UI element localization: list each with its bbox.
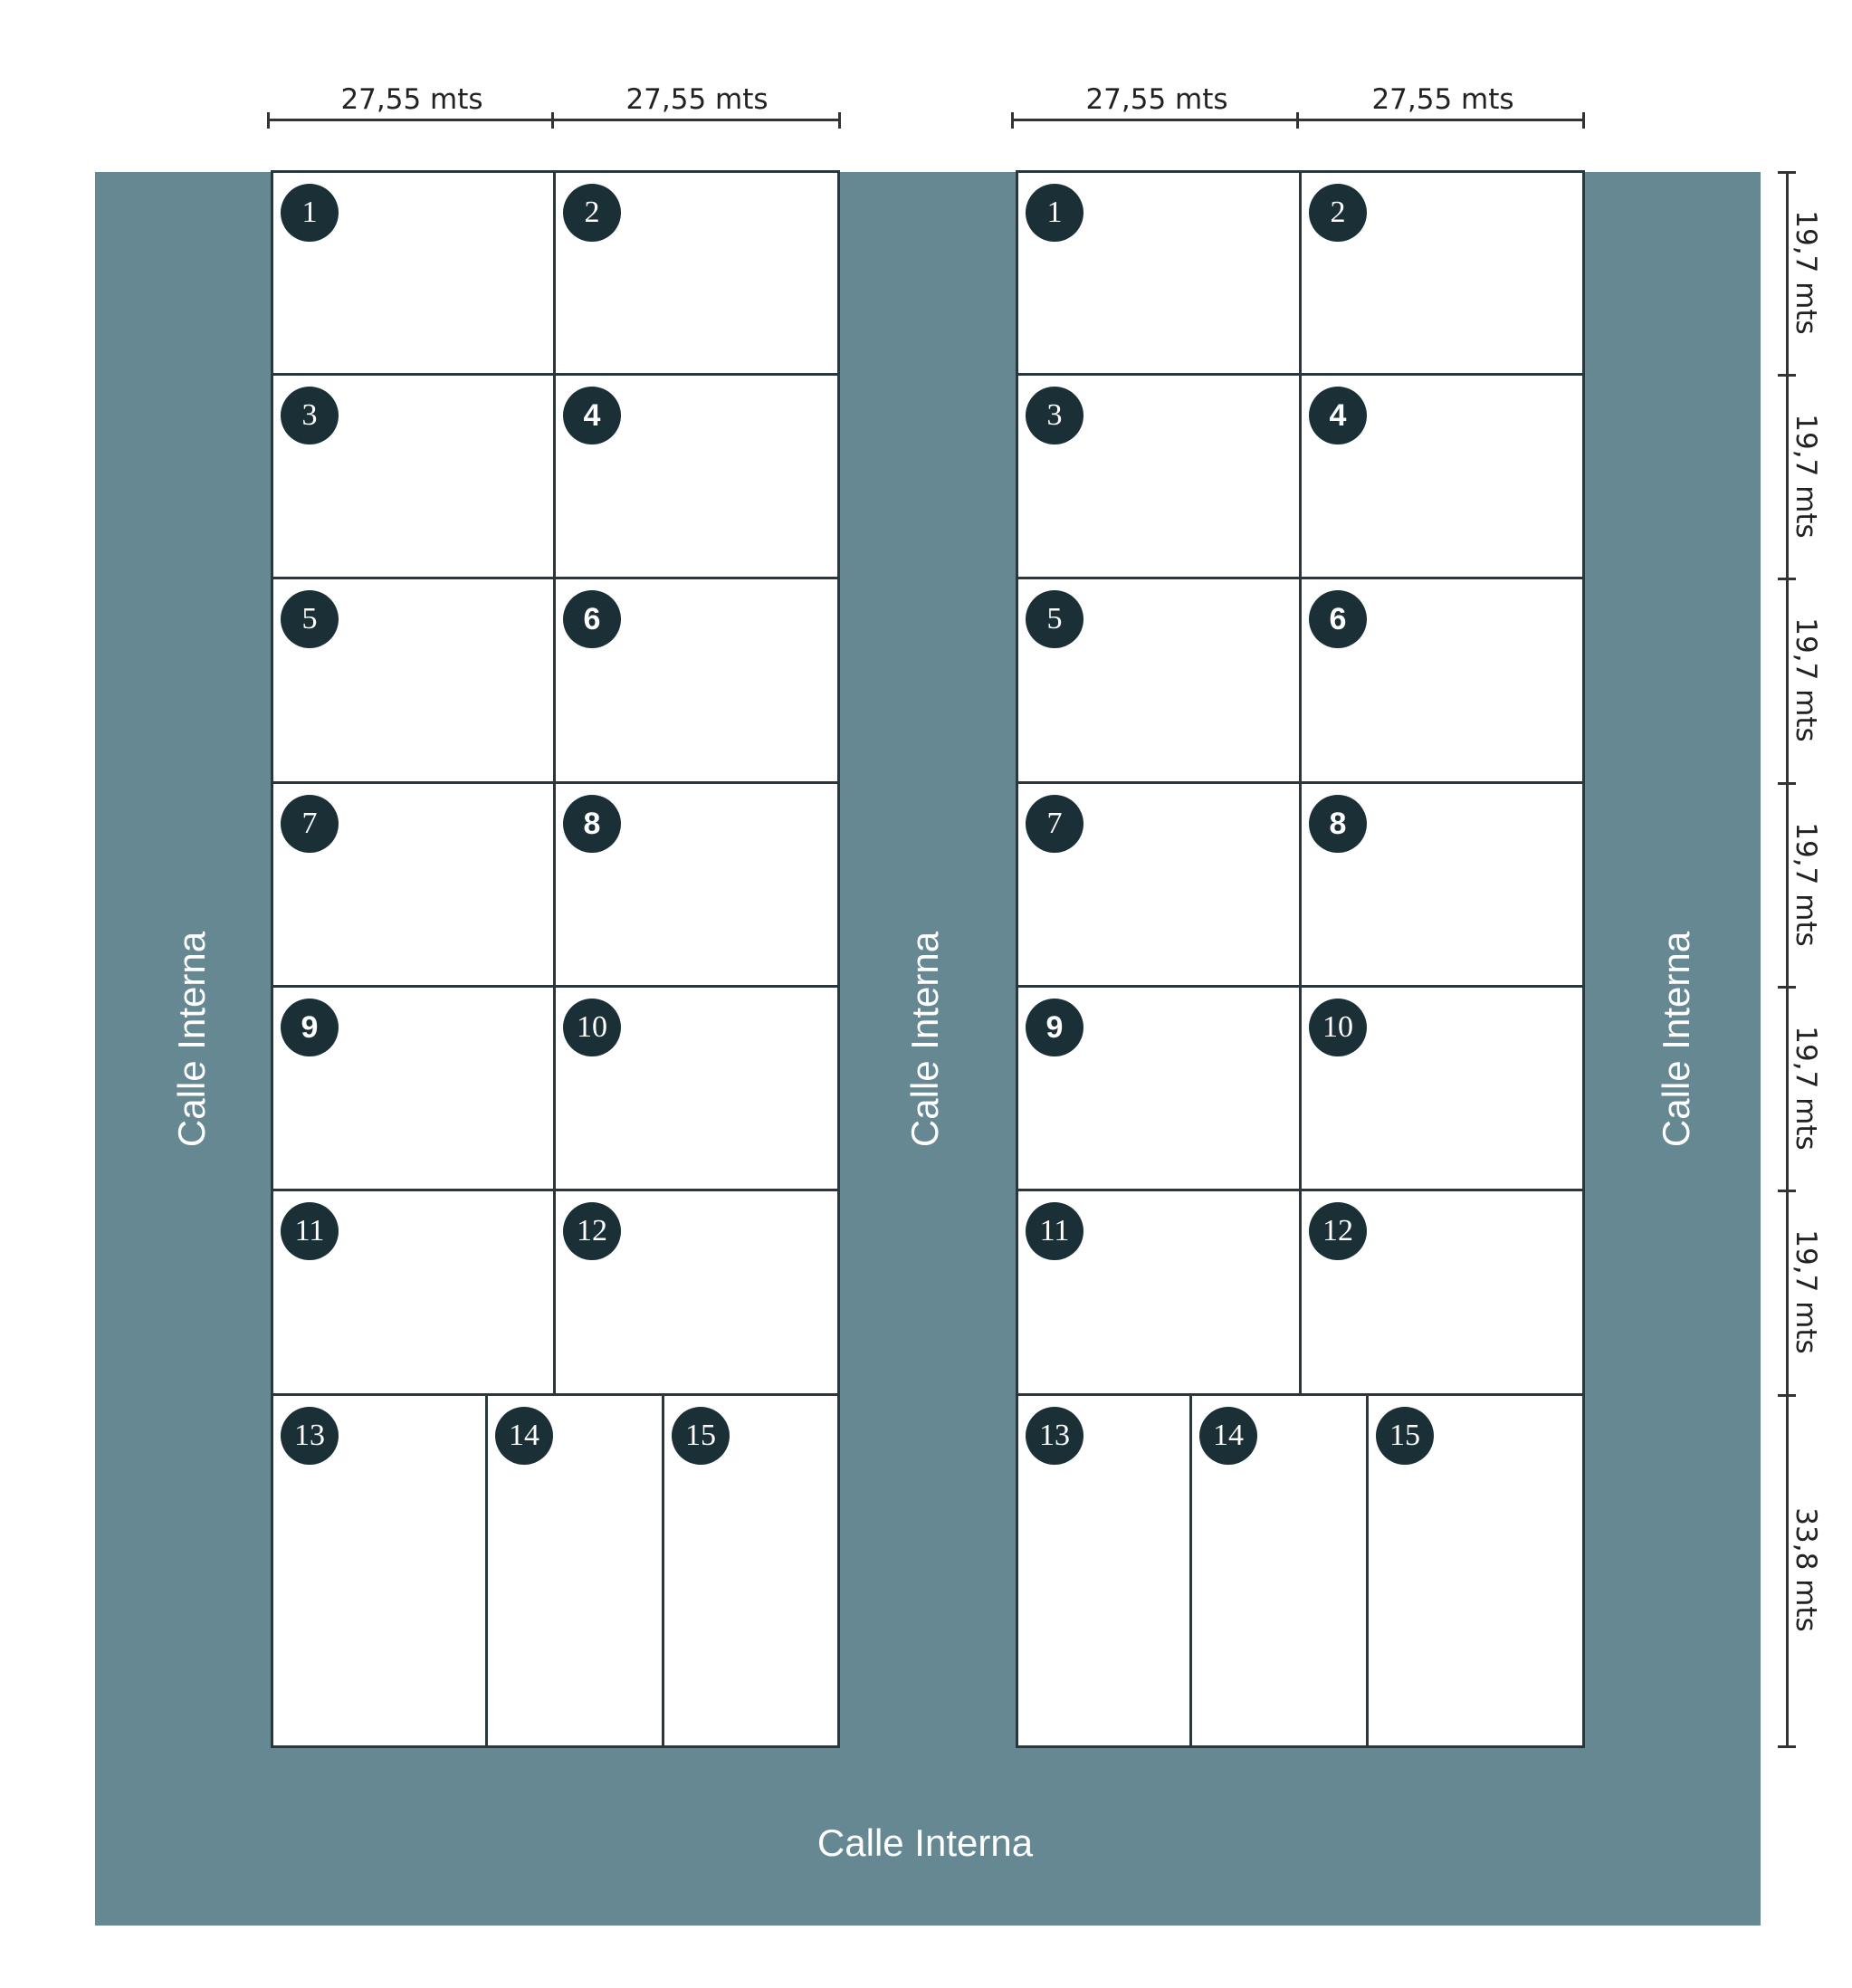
width-dimension-label: 27,55 mts xyxy=(1085,83,1228,116)
street-label-bottom: Calle Interna xyxy=(816,1821,1034,1864)
height-dimension-label: 19,7 mts xyxy=(1790,210,1822,335)
lot[interactable]: 15 xyxy=(662,1393,840,1748)
lot[interactable]: 10 xyxy=(1299,985,1585,1191)
lot-number-badge: 12 xyxy=(563,1202,621,1260)
width-dimension-label: 27,55 mts xyxy=(340,83,483,116)
height-dimension-tick xyxy=(1778,171,1796,174)
lot-number-badge: 9 xyxy=(1026,999,1084,1056)
lot-number-badge: 7 xyxy=(1026,795,1084,853)
height-dimension-label: 19,7 mts xyxy=(1790,617,1822,742)
width-dimension-label: 27,55 mts xyxy=(625,83,768,116)
lot-number-badge: 7 xyxy=(281,795,339,853)
lot[interactable]: 12 xyxy=(553,1189,840,1396)
lot[interactable]: 12 xyxy=(1299,1189,1585,1396)
height-dimension-line xyxy=(1786,172,1789,1747)
width-dimension-line xyxy=(1296,112,1585,129)
width-dimension-line xyxy=(551,112,841,129)
height-dimension-label: 19,7 mts xyxy=(1790,1229,1822,1354)
height-dimension-tick xyxy=(1778,1745,1796,1748)
lot[interactable]: 8 xyxy=(553,781,840,988)
lot[interactable]: 1 xyxy=(1016,170,1302,376)
lot-number-badge: 1 xyxy=(281,184,339,242)
lot-number-badge: 14 xyxy=(1199,1407,1257,1465)
width-dimension-label: 27,55 mts xyxy=(1371,83,1514,116)
lot[interactable]: 9 xyxy=(1016,985,1302,1191)
lot-number-badge: 2 xyxy=(1309,184,1367,242)
lot[interactable]: 13 xyxy=(271,1393,488,1748)
lot-number-badge: 9 xyxy=(281,999,339,1056)
lot[interactable]: 14 xyxy=(1189,1393,1369,1748)
lot[interactable]: 2 xyxy=(553,170,840,376)
lot-number-badge: 6 xyxy=(1309,590,1367,648)
lot-number-badge: 4 xyxy=(1309,387,1367,444)
lot-number-badge: 10 xyxy=(563,999,621,1056)
lot[interactable]: 7 xyxy=(271,781,556,988)
lot[interactable]: 14 xyxy=(485,1393,664,1748)
height-dimension-label: 19,7 mts xyxy=(1790,1026,1822,1151)
lot-number-badge: 10 xyxy=(1309,999,1367,1056)
height-dimension-tick xyxy=(1778,374,1796,377)
lot-number-badge: 14 xyxy=(495,1407,553,1465)
street-label-middle: Calle Interna xyxy=(903,931,946,1148)
lot-number-badge: 6 xyxy=(563,590,621,648)
height-dimension-tick xyxy=(1778,782,1796,785)
lot[interactable]: 5 xyxy=(1016,577,1302,784)
lot-number-badge: 8 xyxy=(1309,795,1367,853)
lot-number-badge: 13 xyxy=(281,1407,339,1465)
lot[interactable]: 4 xyxy=(553,373,840,579)
lot[interactable]: 6 xyxy=(1299,577,1585,784)
lot-number-badge: 2 xyxy=(563,184,621,242)
lot-number-badge: 5 xyxy=(1026,590,1084,648)
height-dimension-tick xyxy=(1778,1394,1796,1397)
lot[interactable]: 3 xyxy=(1016,373,1302,579)
lot-number-badge: 4 xyxy=(563,387,621,444)
lot-number-badge: 11 xyxy=(1026,1202,1084,1260)
lot-number-badge: 1 xyxy=(1026,184,1084,242)
lot[interactable]: 15 xyxy=(1366,1393,1585,1748)
lot-number-badge: 12 xyxy=(1309,1202,1367,1260)
lot-number-badge: 11 xyxy=(281,1202,339,1260)
lot-number-badge: 15 xyxy=(1376,1407,1434,1465)
street-bottom xyxy=(95,1745,1761,1926)
lot-number-badge: 5 xyxy=(281,590,339,648)
lot[interactable]: 7 xyxy=(1016,781,1302,988)
lot[interactable]: 5 xyxy=(271,577,556,784)
height-dimension-label: 33,8 mts xyxy=(1790,1507,1822,1632)
lot[interactable]: 3 xyxy=(271,373,556,579)
height-dimension-label: 19,7 mts xyxy=(1790,822,1822,947)
lot-number-badge: 13 xyxy=(1026,1407,1084,1465)
street-left xyxy=(95,172,272,1926)
height-dimension-tick xyxy=(1778,578,1796,580)
lot[interactable]: 13 xyxy=(1016,1393,1192,1748)
height-dimension-tick xyxy=(1778,986,1796,989)
street-label-left: Calle Interna xyxy=(170,931,213,1148)
height-dimension-label: 19,7 mts xyxy=(1790,414,1822,539)
lot-number-badge: 3 xyxy=(1026,387,1084,444)
lot-number-badge: 8 xyxy=(563,795,621,853)
lot[interactable]: 9 xyxy=(271,985,556,1191)
lot[interactable]: 2 xyxy=(1299,170,1585,376)
street-right xyxy=(1582,172,1761,1926)
lot[interactable]: 6 xyxy=(553,577,840,784)
lot[interactable]: 10 xyxy=(553,985,840,1191)
street-middle xyxy=(838,172,1016,1926)
lot-number-badge: 3 xyxy=(281,387,339,444)
lot[interactable]: 4 xyxy=(1299,373,1585,579)
lot[interactable]: 11 xyxy=(1016,1189,1302,1396)
street-label-right: Calle Interna xyxy=(1655,931,1697,1148)
lot-number-badge: 15 xyxy=(672,1407,730,1465)
lot[interactable]: 11 xyxy=(271,1189,556,1396)
lot[interactable]: 1 xyxy=(271,170,556,376)
lot[interactable]: 8 xyxy=(1299,781,1585,988)
height-dimension-tick xyxy=(1778,1190,1796,1192)
